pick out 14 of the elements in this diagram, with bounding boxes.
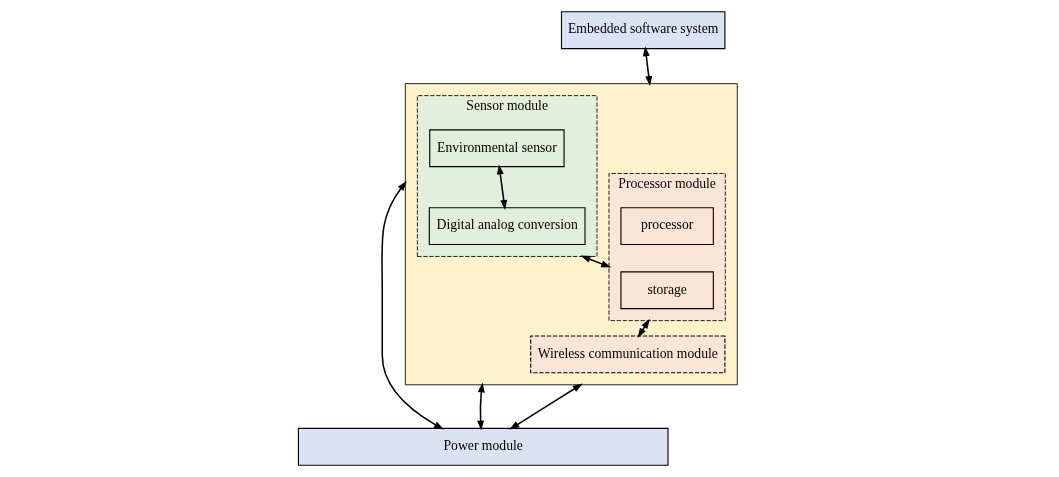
node-box: Environmental sensor [429,129,565,168]
node-box: Wireless communication module [530,335,726,374]
arrow [642,46,653,86]
arrow [637,318,650,338]
node-box: processor [620,207,714,246]
arrow [496,164,508,210]
node-box: Embedded software system [560,11,726,50]
node-box: storage [620,271,714,310]
node-box: Power module [297,427,669,466]
cluster [404,83,738,386]
arrow [477,382,485,431]
arrow [509,383,583,430]
arrow [381,181,444,430]
node-box: Digital analog conversion [428,207,586,246]
